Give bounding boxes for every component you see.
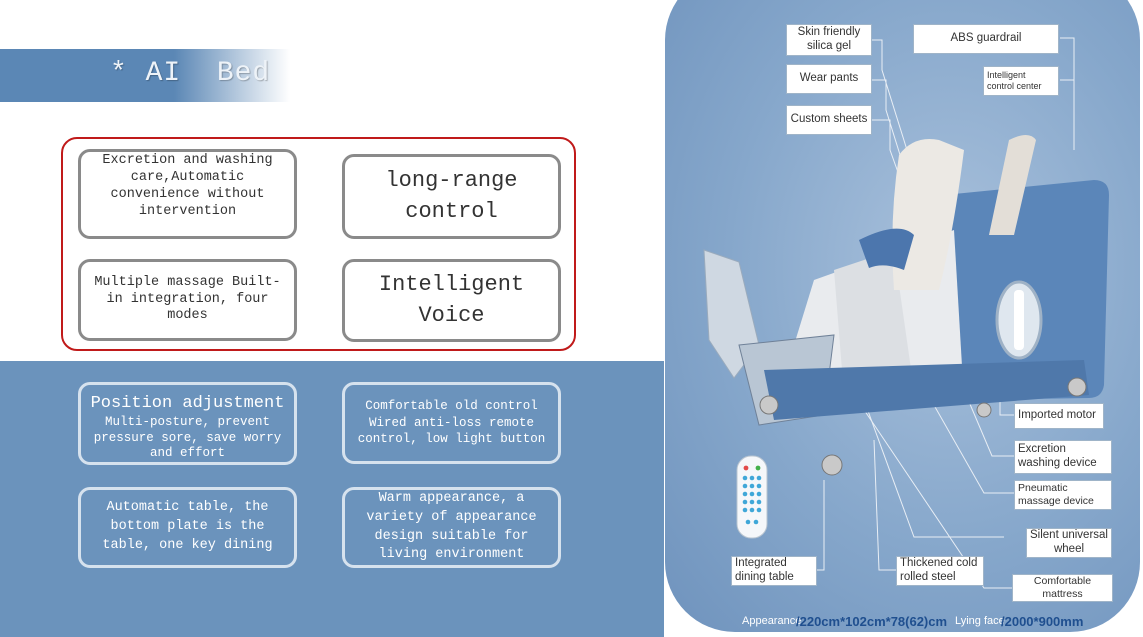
callout-silent-wheel: Silent universal wheel	[1026, 528, 1112, 558]
callout-abs-guardrail: ABS guardrail	[913, 24, 1059, 54]
feature-remote-control: Comfortable old control Wired anti-loss …	[342, 382, 561, 464]
lying-face-value: /2000*900mm	[1001, 614, 1084, 629]
callout-custom-sheets-text: Custom sheets	[790, 113, 868, 126]
highlight-frame	[61, 137, 576, 351]
callout-intelligent-control: Intelligent control center	[983, 66, 1059, 96]
callout-excretion-washing: Excretion washing device	[1014, 440, 1112, 474]
callout-thickened-steel-text: Thickened cold rolled steel	[900, 557, 978, 583]
lying-face-label: Lying face	[955, 615, 1005, 627]
page-title: * AI Bed	[110, 58, 271, 89]
callout-imported-motor: Imported motor	[1014, 403, 1104, 429]
feature-position-title: Position adjustment	[90, 394, 285, 414]
callout-comfortable-mattress-text: Comfortable mattress	[1033, 575, 1092, 600]
callout-imported-motor-text: Imported motor	[1018, 409, 1096, 422]
bed-illustration	[703, 37, 1109, 589]
feature-intelligent-voice-text: Intelligent Voice	[378, 271, 525, 328]
callout-abs-guardrail-text: ABS guardrail	[950, 32, 1022, 45]
feature-massage: Multiple massage Built-in integration, f…	[78, 259, 297, 341]
callout-comfortable-mattress: Comfortable mattress	[1012, 574, 1113, 602]
feature-long-range-control: long-range control	[342, 154, 561, 239]
callout-wear-pants: Wear pants	[786, 64, 872, 94]
callout-pneumatic-massage-text: Pneumatic massage device	[1018, 482, 1094, 507]
title-banner	[0, 49, 290, 102]
appearance-value: /220cm*102cm*78(62)cm	[796, 614, 948, 629]
feature-automatic-table: Automatic table, the bottom plate is the…	[78, 487, 297, 568]
feature-warm-appearance-text: Warm appearance, a variety of appearance…	[366, 490, 537, 563]
feature-automatic-table-text: Automatic table, the bottom plate is the…	[102, 500, 273, 553]
callout-thickened-steel: Thickened cold rolled steel	[896, 556, 984, 586]
callout-intelligent-control-text: Intelligent control center	[987, 70, 1042, 91]
feature-remote-control-text: Comfortable old control Wired anti-loss …	[357, 398, 546, 447]
callout-integrated-dining: Integrated dining table	[731, 556, 817, 586]
feature-warm-appearance: Warm appearance, a variety of appearance…	[342, 487, 561, 568]
appearance-label: Appearance	[742, 615, 802, 627]
feature-long-range-control-text: long-range control	[385, 167, 518, 224]
product-photo-panel: Skin friendly silica gel Wear pants Cust…	[664, 0, 1143, 637]
feature-position-text: Multi-posture, prevent pressure sore, sa…	[93, 415, 282, 461]
feature-excretion-care: Excretion and washing care,Automatic con…	[78, 149, 297, 239]
callout-wear-pants-text: Wear pants	[799, 72, 859, 85]
feature-position-adjustment: Position adjustment Multi-posture, preve…	[78, 382, 297, 465]
remote-control-icon	[736, 455, 768, 539]
feature-intelligent-voice: Intelligent Voice	[342, 259, 561, 342]
callout-excretion-washing-text: Excretion washing device	[1018, 443, 1097, 469]
feature-massage-text: Multiple massage Built-in integration, f…	[94, 274, 281, 324]
callout-silent-wheel-text: Silent universal wheel	[1030, 529, 1108, 555]
callout-custom-sheets: Custom sheets	[786, 105, 872, 135]
feature-excretion-care-text: Excretion and washing care,Automatic con…	[102, 153, 273, 219]
callout-pneumatic-massage: Pneumatic massage device	[1014, 480, 1112, 510]
callout-skin-friendly: Skin friendly silica gel	[786, 24, 872, 56]
callout-integrated-dining-text: Integrated dining table	[735, 557, 794, 583]
callout-skin-friendly-text: Skin friendly silica gel	[797, 26, 861, 52]
